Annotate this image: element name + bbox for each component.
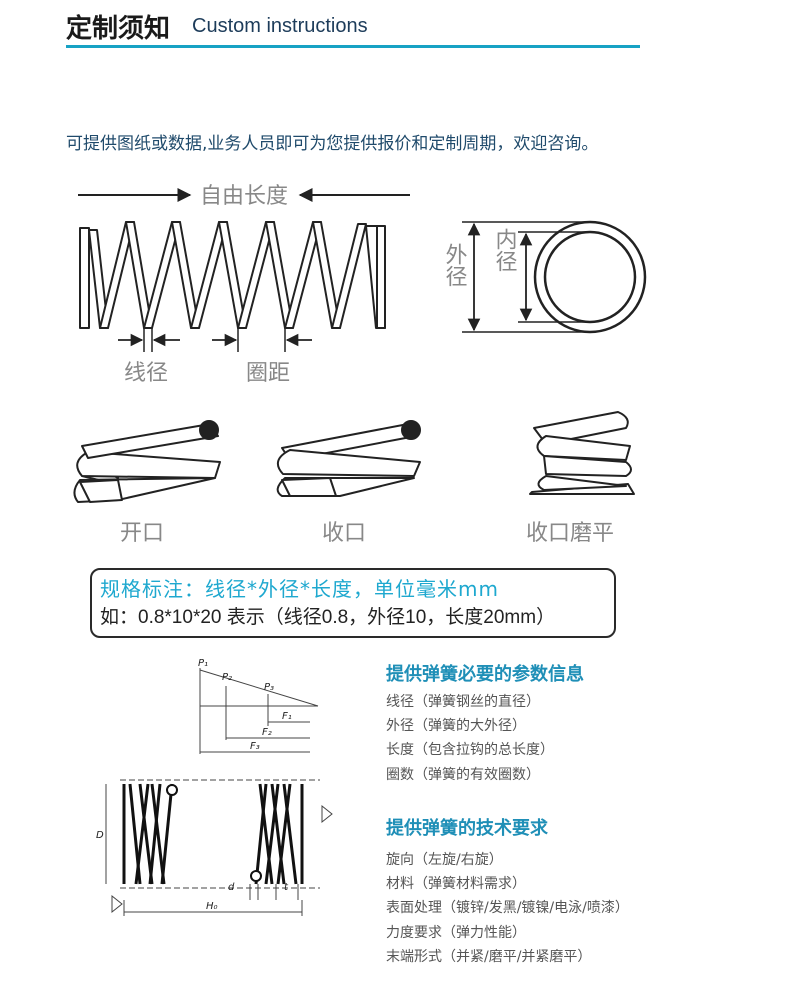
spring-technical-drawing: P₁ P₂ P₃ F₁ F₂ F₃ D d t H₀ [96, 658, 333, 916]
tech-item: 力度要求（弹力性能） [386, 924, 526, 941]
closed-end-drawing [276, 420, 421, 497]
params-item: 长度（包含拉钩的总长度） [386, 742, 554, 759]
t-label: t [284, 882, 289, 893]
tech-item: 材料（弹簧材料需求） [386, 876, 526, 893]
pitch-label: 圈距 [246, 361, 290, 386]
h0-label: H₀ [206, 901, 218, 912]
f3-label: F₃ [250, 741, 260, 752]
p1-label: P₁ [198, 658, 208, 669]
params-list: 线径（弹簧钢丝的直径） 外径（弹簧的大外径） 长度（包含拉钩的总长度） 圈数（弹… [386, 690, 554, 787]
wire-d-label: d [228, 882, 235, 893]
tech-section-title: 提供弹簧的技术要求 [386, 818, 548, 839]
spec-note-rule: 规格标注：线径*外径*长度，单位毫米mm [100, 577, 499, 601]
intro-text: 可提供图纸或数据,业务人员即可为您提供报价和定制周期，欢迎咨询。 [66, 134, 599, 154]
params-section-title: 提供弹簧必要的参数信息 [386, 664, 584, 685]
outer-dia-label: 外径 [442, 243, 468, 287]
open-end-label: 开口 [120, 521, 164, 546]
outer-d-label: D [96, 830, 104, 841]
f2-label: F₂ [262, 727, 272, 738]
params-item: 圈数（弹簧的有效圈数） [386, 766, 540, 783]
free-length-label: 自由长度 [200, 184, 288, 209]
spec-note-example: 如：0.8*10*20 表示（线径0.8，外径10，长度20mm） [100, 607, 556, 628]
tech-item: 旋向（左旋/右旋） [386, 852, 503, 868]
closed-end-label: 收口 [322, 521, 366, 546]
closed-ground-end-drawing [529, 411, 635, 495]
params-item: 外径（弹簧的大外径） [386, 718, 526, 735]
spring-side-view [79, 221, 386, 329]
f1-label: F₁ [282, 711, 292, 722]
spec-note-box: 规格标注：线径*外径*长度，单位毫米mm 如：0.8*10*20 表示（线径0.… [90, 568, 616, 638]
tech-item: 表面处理（镀锌/发黑/镀镍/电泳/喷漆） [386, 900, 629, 917]
wire-dia-label: 线径 [124, 361, 168, 386]
closed-ground-end-label: 收口磨平 [526, 521, 614, 546]
tech-list: 旋向（左旋/右旋） 材料（弹簧材料需求） 表面处理（镀锌/发黑/镀镍/电泳/喷漆… [386, 848, 629, 969]
spring-dimension-diagram: 自由长度 线径 圈距 外径 内径 [73, 184, 647, 546]
header-divider [66, 45, 640, 48]
params-item: 线径（弹簧钢丝的直径） [386, 694, 540, 710]
page-subtitle: Custom instructions [192, 15, 368, 37]
spring-end-view: 外径 内径 [440, 220, 647, 334]
inner-dia-label: 内径 [492, 228, 518, 272]
open-end-drawing [73, 420, 221, 503]
tech-item: 末端形式（并紧/磨平/并紧磨平） [386, 948, 592, 965]
p3-label: P₃ [264, 682, 274, 693]
p2-label: P₂ [222, 672, 232, 683]
page-title: 定制须知 [66, 14, 171, 44]
